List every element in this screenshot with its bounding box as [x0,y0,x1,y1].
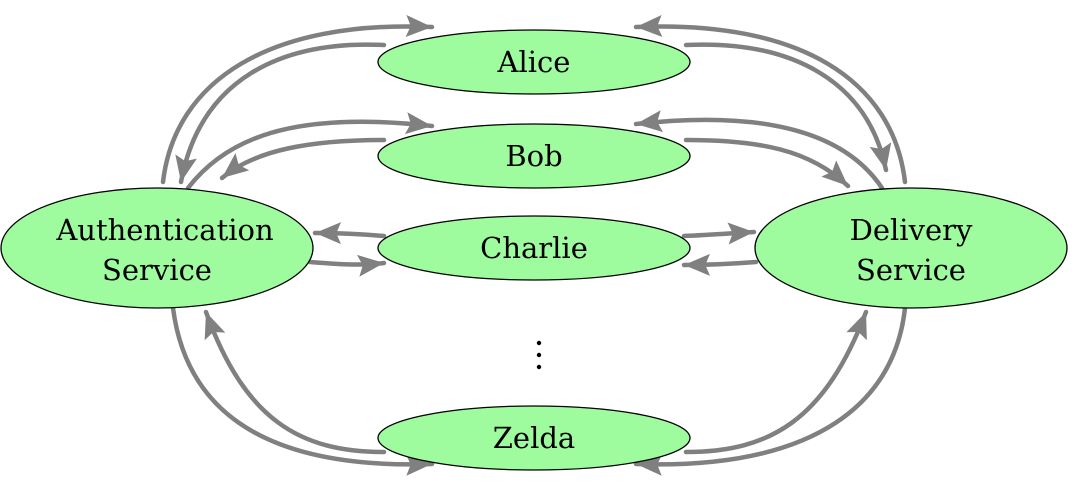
node-auth-label-line2: Service [102,253,212,287]
node-alice-shape [377,29,691,95]
arrowhead-icon [636,453,663,476]
edge-line [683,137,851,189]
arrowhead-icon [405,453,432,476]
arrowhead-icon [204,312,226,341]
node-delivery: Delivery Service [754,187,1068,309]
edge-auth-to-zelda [170,305,435,476]
edges-layer [160,15,908,476]
edge-line [633,117,885,191]
edge-delivery-to-zelda [633,305,908,476]
arrowhead-icon [404,112,432,135]
arrowhead-icon [636,15,663,38]
edge-bob-to-delivery [683,137,851,189]
arrowhead-icon [222,153,250,178]
edge-line [178,42,387,185]
arrowhead-icon [175,154,197,182]
node-auth-label-line1: Authentication [55,213,273,247]
edge-delivery-to-charlie [681,253,759,276]
edge-charlie-to-auth [312,222,387,245]
edge-line [160,24,435,185]
node-bob-label: Bob [505,139,562,173]
node-alice: Alice [377,29,691,95]
node-delivery-label-line2: Service [856,253,966,287]
edge-auth-to-alice [160,15,435,185]
edge-line [683,309,869,455]
edge-delivery-to-alice [633,15,908,185]
node-bob: Bob [377,123,691,189]
node-charlie: Charlie [377,215,691,281]
arrowhead-icon [727,222,754,245]
node-auth-shape [0,187,314,309]
edge-bob-to-auth [219,137,387,181]
arrowhead-icon [869,142,892,170]
node-zelda-shape [377,405,691,471]
node-delivery-shape [754,187,1068,309]
arrowhead-icon [356,254,384,277]
node-delivery-label-line1: Delivery [850,213,973,247]
edge-line [185,119,435,191]
vertical-ellipsis [536,340,542,370]
node-charlie-label: Charlie [480,231,588,265]
node-auth: Authentication Service [0,187,314,309]
node-bob-shape [377,123,691,189]
arrowhead-icon [315,222,342,245]
arrowhead-icon [846,312,867,341]
edge-auth-to-bob [185,112,435,191]
edge-line [633,305,908,467]
edge-line [219,137,387,181]
node-charlie-shape [377,215,691,281]
edge-line [633,24,908,185]
arrowhead-icon [636,110,664,133]
edge-delivery-to-bob [633,110,885,191]
node-zelda-label: Zelda [493,421,575,455]
node-alice-label: Alice [497,45,571,79]
edge-line [170,305,435,467]
arrowhead-icon [821,160,848,186]
edge-line [683,42,889,173]
edge-alice-to-auth [175,42,387,185]
edge-alice-to-delivery [683,42,892,173]
arrowhead-icon [405,15,432,37]
edge-line [203,309,387,455]
arrowhead-icon [684,253,711,276]
node-zelda: Zelda [377,405,691,471]
edge-auth-to-charlie [307,254,387,277]
edge-zelda-to-delivery [683,309,869,455]
edge-zelda-to-auth [203,309,387,455]
edge-charlie-to-delivery [681,222,757,245]
